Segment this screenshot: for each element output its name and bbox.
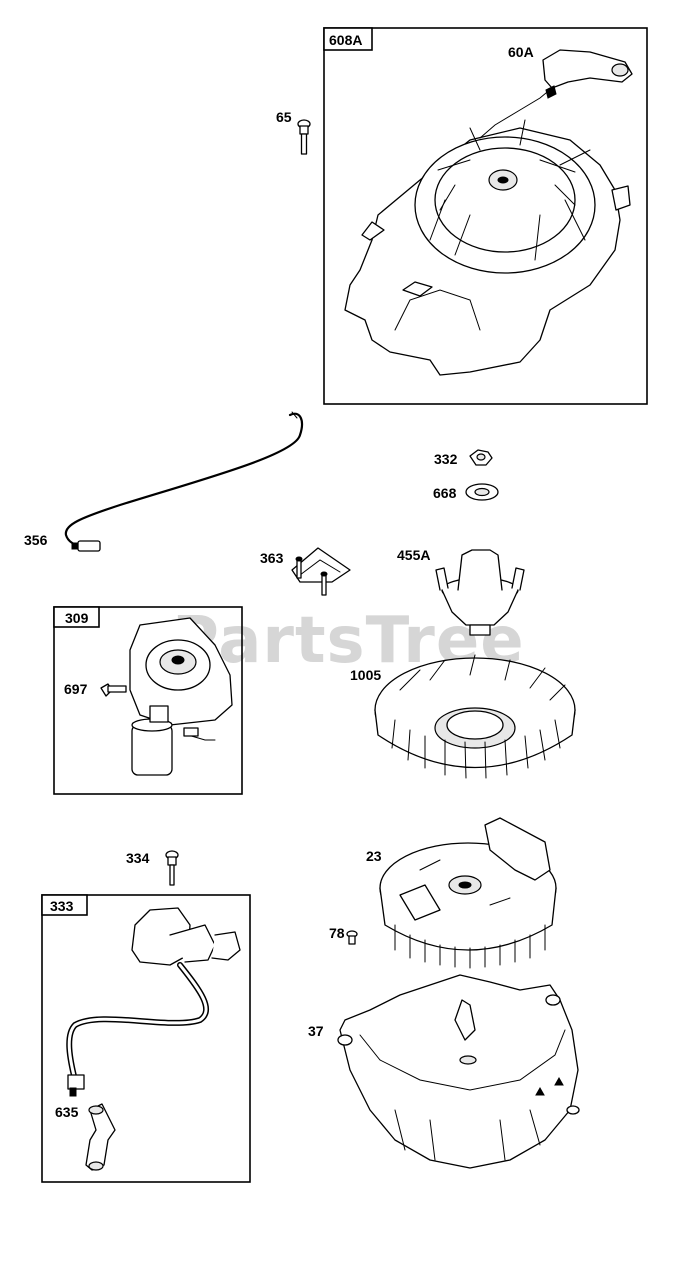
assembly-box-608a[interactable]: 608A	[323, 27, 648, 405]
washer-668[interactable]	[465, 483, 499, 501]
starter-motor[interactable]	[129, 617, 233, 776]
label-668: 668	[433, 485, 457, 501]
label-1005: 1005	[350, 667, 381, 683]
bracket-363[interactable]	[291, 547, 351, 596]
flywheel-1005[interactable]	[374, 654, 576, 779]
label-635: 635	[55, 1104, 79, 1120]
blower-housing-37[interactable]	[337, 974, 580, 1169]
ignition-armature[interactable]	[66, 907, 241, 1097]
screw-78[interactable]	[346, 930, 358, 945]
label-60a: 60A	[508, 44, 534, 60]
label-455a: 455A	[397, 547, 430, 563]
label-334: 334	[126, 850, 150, 866]
label-23: 23	[366, 848, 382, 864]
assembly-box-333[interactable]: 333	[41, 894, 251, 1183]
label-332: 332	[434, 451, 458, 467]
starter-handle[interactable]	[479, 49, 633, 139]
label-356: 356	[24, 532, 48, 548]
bolt-65[interactable]	[297, 119, 311, 155]
bolt-334[interactable]	[165, 850, 179, 886]
box-label-333: 333	[50, 898, 74, 914]
label-65: 65	[276, 109, 292, 125]
bolt-697[interactable]	[100, 683, 127, 697]
spark-plug-boot-635[interactable]	[85, 1103, 116, 1171]
label-37: 37	[308, 1023, 324, 1039]
ground-wire-356[interactable]	[64, 411, 304, 552]
starter-cup-455a[interactable]	[435, 549, 525, 636]
flywheel-magnet-23[interactable]	[379, 817, 557, 969]
label-697: 697	[64, 681, 88, 697]
label-78: 78	[329, 925, 345, 941]
box-label-608a: 608A	[329, 32, 362, 48]
box-label-309: 309	[65, 610, 89, 626]
assembly-box-309[interactable]: 309	[53, 606, 243, 795]
recoil-starter-housing[interactable]	[344, 119, 631, 376]
nut-332[interactable]	[469, 449, 493, 466]
label-363: 363	[260, 550, 284, 566]
